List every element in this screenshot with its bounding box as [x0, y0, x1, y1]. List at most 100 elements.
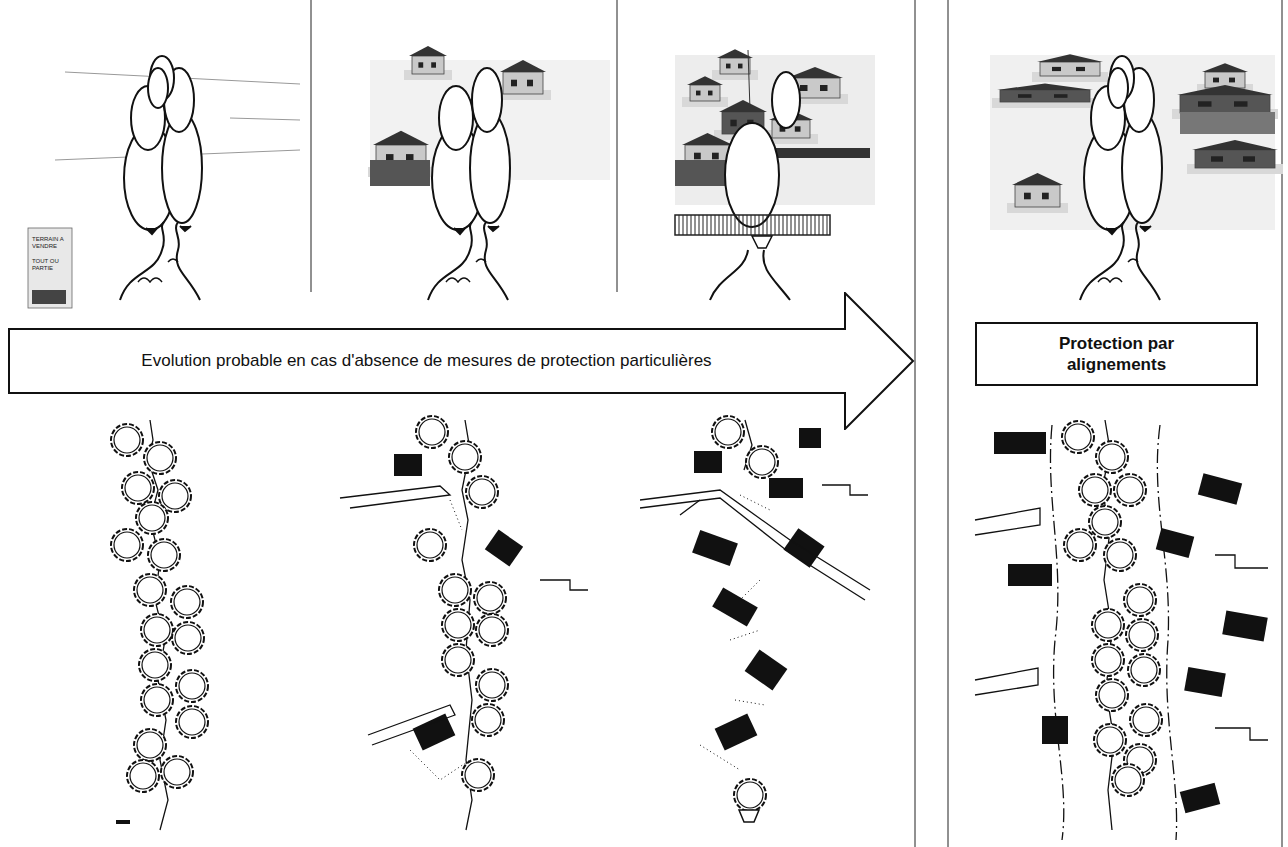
node-text: Evolution probable en cas d'absence de m…	[141, 350, 781, 371]
building	[1008, 564, 1052, 586]
house-roof	[409, 46, 447, 56]
building	[413, 714, 456, 751]
house-roof	[682, 133, 733, 145]
house-window	[1024, 193, 1031, 200]
building	[1198, 473, 1242, 505]
fence-post	[807, 215, 808, 235]
tree-symbol	[445, 612, 471, 638]
stream-bank	[120, 222, 164, 300]
tree-symbol	[1092, 609, 1124, 641]
stream-bank	[428, 222, 472, 300]
fence-post	[735, 215, 736, 235]
fence-post	[823, 215, 824, 235]
tree-symbol	[137, 577, 163, 603]
tree-symbol	[1067, 532, 1093, 558]
tree-symbol	[179, 709, 205, 735]
fence-post	[699, 215, 700, 235]
tree-symbol	[127, 760, 159, 792]
box-shape	[976, 323, 1257, 385]
house-window	[1234, 101, 1248, 106]
house-roof	[373, 131, 429, 145]
tree-symbol	[737, 782, 763, 808]
house-window	[418, 62, 423, 67]
fence-post	[819, 215, 820, 235]
divider	[311, 0, 312, 292]
house-window	[708, 91, 713, 96]
tree-symbol	[1092, 509, 1118, 535]
root	[146, 226, 191, 234]
building	[712, 587, 758, 626]
house-window	[1076, 67, 1085, 71]
tree-symbol	[417, 532, 443, 558]
tree-symbol	[142, 652, 168, 678]
house-roof	[1202, 63, 1248, 72]
tree-symbol	[472, 704, 504, 736]
tree-symbol	[1107, 542, 1133, 568]
building	[394, 454, 422, 476]
tree-symbol	[1065, 424, 1091, 450]
fence-post	[703, 215, 704, 235]
arrow-band: Evolution probable en cas d'absence de m…	[8, 292, 915, 430]
building	[1042, 716, 1068, 744]
tree-symbol	[1115, 767, 1141, 793]
tree-symbol	[477, 585, 503, 611]
tree-symbol	[114, 532, 140, 558]
tree-symbol	[419, 419, 445, 445]
stream-bank	[484, 222, 508, 300]
house-window	[1229, 78, 1235, 83]
house-window	[712, 153, 719, 160]
fence-post	[691, 215, 692, 235]
building	[1156, 528, 1195, 558]
tree-symbol	[442, 609, 474, 641]
tree-symbol	[1095, 647, 1121, 673]
house-roof	[1037, 54, 1103, 62]
house-window	[1018, 94, 1032, 98]
house-window	[730, 120, 736, 127]
fence-post	[759, 215, 760, 235]
house-window	[1054, 94, 1068, 98]
tree-symbol	[1114, 474, 1146, 506]
house-roof	[787, 67, 843, 78]
fence-post	[739, 215, 740, 235]
illustration-group	[28, 46, 1283, 840]
house-roof	[719, 100, 767, 112]
fence-post	[755, 215, 756, 235]
tree-symbol	[1127, 587, 1153, 613]
tree-symbol	[466, 476, 498, 508]
embankment	[410, 500, 470, 780]
tree-symbol	[139, 505, 165, 531]
pipe	[739, 810, 759, 822]
building	[1180, 783, 1220, 814]
fence-post	[743, 215, 744, 235]
divider	[1282, 0, 1283, 847]
tree-symbol	[122, 472, 154, 504]
tree-symbol	[476, 614, 508, 646]
tree-symbol	[125, 475, 151, 501]
tree-symbol	[179, 673, 205, 699]
tree-symbol	[136, 502, 168, 534]
fence-post	[767, 215, 768, 235]
fence-post	[763, 215, 764, 235]
tree-symbol	[712, 416, 744, 448]
tree-symbol	[416, 416, 448, 448]
divider	[617, 0, 618, 292]
house	[1000, 90, 1090, 102]
tree-symbol	[734, 779, 766, 811]
road	[640, 490, 870, 600]
house-window	[431, 62, 436, 67]
fence	[675, 215, 830, 235]
tree-symbol	[1094, 724, 1126, 756]
house-roof	[500, 60, 546, 72]
tree-symbol	[139, 649, 171, 681]
road	[975, 668, 1038, 695]
hedge	[370, 160, 430, 186]
fence-post	[751, 215, 752, 235]
alignment-line	[1157, 425, 1176, 840]
tree-symbol	[111, 529, 143, 561]
tree-symbol	[479, 617, 505, 643]
building	[715, 714, 758, 751]
house-window	[1042, 193, 1049, 200]
tree-symbol	[144, 687, 170, 713]
tree-symbol	[715, 419, 741, 445]
poplar-tree	[472, 68, 502, 132]
